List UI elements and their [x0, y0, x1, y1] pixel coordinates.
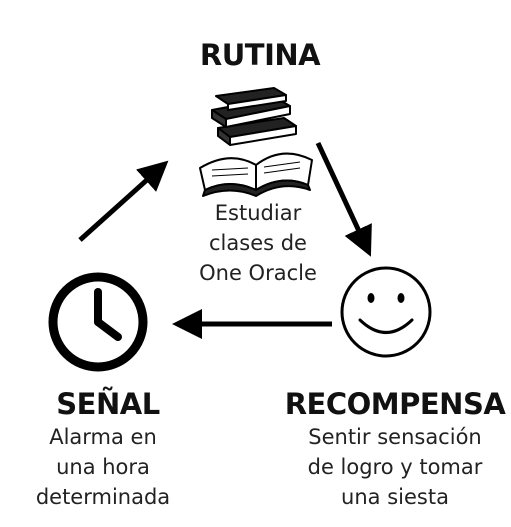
- smiley-face-icon: [340, 266, 432, 358]
- reward-description: Sentir sensación de logro y tomar una si…: [282, 422, 508, 512]
- cue-description: Alarma en una hora determinada: [3, 422, 203, 512]
- cue-title: SEÑAL: [56, 387, 160, 421]
- reward-line-1: Sentir sensación: [308, 425, 482, 449]
- routine-title: RUTINA: [199, 38, 321, 72]
- cue-line-2: una hora: [56, 455, 150, 479]
- clock-icon: [48, 272, 148, 372]
- arrow-routine-to-reward: [315, 141, 372, 257]
- cue-line-1: Alarma en: [49, 425, 157, 449]
- reward-title: RECOMPENSA: [284, 387, 506, 421]
- routine-line-2: clases de: [209, 231, 307, 255]
- routine-description: Estudiar clases de One Oracle: [158, 198, 358, 288]
- books-icon: [199, 87, 313, 197]
- routine-line-3: One Oracle: [199, 261, 317, 285]
- routine-line-1: Estudiar: [214, 201, 302, 225]
- reward-line-3: una siesta: [341, 485, 449, 509]
- arrow-cue-to-routine: [78, 160, 169, 242]
- cue-line-3: determinada: [35, 485, 171, 509]
- reward-line-2: de logro y tomar: [307, 455, 483, 479]
